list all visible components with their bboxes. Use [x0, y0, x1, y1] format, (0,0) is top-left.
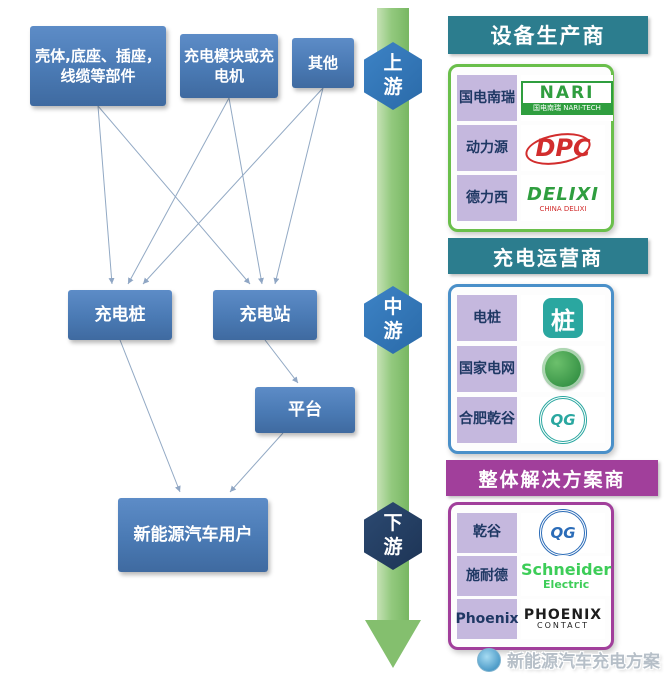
manufacturer-row: 德力西 DELIXI CHINA DELIXI — [457, 175, 605, 221]
badge-upstream-label: 上游 — [383, 52, 403, 98]
row-label-nari: 国电南瑞 — [457, 75, 517, 121]
panel-title-equipment-manufacturers: 设备生产商 — [448, 16, 648, 54]
qiangu-blue-gear-logo: QG — [521, 508, 605, 557]
nari-logo: NARI 国电南瑞 NARI-TECH — [521, 75, 613, 121]
dpc-logo: DPC — [521, 125, 605, 171]
row-label-qiangu: 乾谷 — [457, 512, 517, 553]
qiangu-blue-gear-icon: QG — [539, 508, 587, 557]
charging-pile-logo: 桩 — [521, 295, 605, 342]
operator-row: 国家电网 — [457, 345, 605, 392]
charging-operators-box: 电桩 桩 国家电网 合肥乾谷 QG — [448, 284, 614, 454]
phoenix-logo: PHOENIX CONTACT — [521, 599, 605, 640]
stream-arrow-head-icon — [365, 620, 421, 668]
phoenix-logo-subtext: CONTACT — [537, 621, 589, 631]
watermark: 新能源汽车充电方案 — [477, 647, 660, 672]
row-label-schneider: 施耐德 — [457, 555, 517, 596]
flow-connector-lines — [97, 87, 324, 493]
watermark-logo-icon — [477, 647, 501, 672]
node-charging-pile: 充电桩 — [68, 290, 172, 340]
delixi-logo-text: DELIXI — [527, 183, 599, 205]
provider-row: 施耐德 Schneider Electric — [457, 555, 612, 596]
state-grid-logo — [521, 345, 605, 392]
node-components: 壳体,底座、插座，线缆等部件 — [30, 26, 166, 106]
badge-downstream-label: 下游 — [383, 512, 403, 558]
provider-row: Phoenix PHOENIX CONTACT — [455, 599, 605, 640]
row-label-dpc: 动力源 — [457, 125, 517, 171]
node-charging-module: 充电模块或充电机 — [180, 34, 278, 98]
watermark-text: 新能源汽车充电方案 — [507, 652, 660, 672]
nari-logo-subtext: 国电南瑞 NARI-TECH — [523, 103, 611, 113]
equipment-manufacturers-box: 国电南瑞 NARI 国电南瑞 NARI-TECH 动力源 DPC 德力西 DEL… — [448, 64, 614, 232]
qiangu-gear-logo: QG — [521, 395, 605, 444]
row-label-hefei-qiangu: 合肥乾谷 — [457, 396, 517, 443]
qiangu-gear-icon: QG — [539, 395, 587, 444]
operator-row: 电桩 桩 — [457, 295, 605, 342]
badge-midstream-label: 中游 — [383, 296, 403, 342]
node-other: 其他 — [292, 38, 354, 88]
panel-title-charging-operators: 充电运营商 — [448, 238, 648, 274]
phoenix-logo-text: PHOENIX — [523, 606, 603, 623]
nari-logo-text: NARI — [523, 83, 611, 103]
node-platform: 平台 — [255, 387, 355, 433]
provider-row: 乾谷 QG — [457, 508, 605, 557]
state-grid-globe-icon — [542, 347, 584, 390]
node-charging-station: 充电站 — [213, 290, 317, 340]
delixi-logo: DELIXI CHINA DELIXI — [521, 175, 605, 221]
panel-title-solution-providers: 整体解决方案商 — [446, 460, 658, 496]
row-label-phoenix: Phoenix — [455, 599, 519, 640]
dpc-logo-text: DPC — [535, 134, 591, 162]
node-ev-user: 新能源汽车用户 — [118, 498, 268, 572]
row-label-dianzhuang: 电桩 — [457, 295, 517, 342]
operator-row: 合肥乾谷 QG — [457, 395, 605, 444]
schneider-logo-text: Schneider — [521, 559, 612, 579]
row-label-state-grid: 国家电网 — [457, 345, 517, 392]
schneider-logo: Schneider Electric — [521, 555, 612, 596]
delixi-logo-subtext: CHINA DELIXI — [539, 204, 587, 213]
solution-providers-box: 乾谷 QG 施耐德 Schneider Electric Phoenix PHO… — [448, 502, 614, 650]
charging-pile-logo-glyph: 桩 — [543, 298, 583, 339]
manufacturer-row: 动力源 DPC — [457, 125, 605, 171]
schneider-logo-subtext: Electric — [543, 577, 590, 591]
row-label-delixi: 德力西 — [457, 175, 517, 221]
manufacturer-row: 国电南瑞 NARI 国电南瑞 NARI-TECH — [457, 75, 613, 121]
